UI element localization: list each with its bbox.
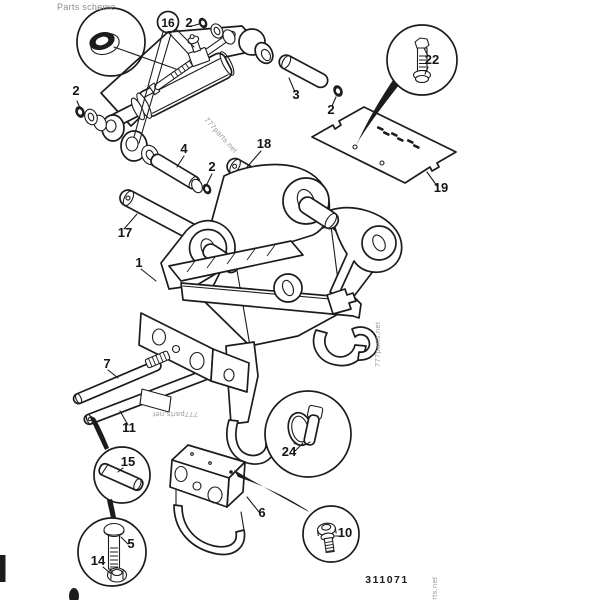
pointer-swoosh-10 [234,470,309,512]
bushing-mid [191,178,203,194]
pointer-swoosh-22 [356,80,399,146]
boss-pin-right [298,196,340,230]
seal-ring-mid [202,183,212,195]
seal-ring-left [75,106,85,118]
scan-artifact [0,555,6,582]
pin-3 [278,54,329,89]
leader-line [113,46,177,70]
callout-circle-5-14 [77,517,147,587]
watermark-bottom-edge: 777parts.net [430,576,439,600]
cross-beam [168,240,304,282]
leader-lines [76,23,438,426]
pointer-swoosh-15 [89,415,109,450]
part-label-2: 2 [185,15,192,30]
scan-artifact [69,588,79,600]
seal-ring-right [333,85,343,97]
part-label-2: 2 [72,83,79,98]
plate-hole [352,144,358,150]
part-label-5: 5 [127,536,134,551]
part-label-15: 15 [121,454,135,469]
locking-claw [312,329,367,367]
part-label-10: 10 [338,525,352,540]
part-label-4: 4 [180,141,188,156]
bolt-10 [316,522,337,554]
part-label-24: 24 [282,444,297,459]
front-bracket [138,312,250,413]
rod-7 [72,359,162,405]
hydraulic-cylinder [108,51,235,129]
part-label-1: 1 [135,255,142,270]
grease-fitting [187,34,211,67]
watermark-diagonal: 777parts.net [203,115,240,155]
watermark-vertical-right: 777parts.net [373,321,382,367]
callout-circle-16 [133,10,195,144]
callout-circle-22 [386,24,458,96]
pointer-swoosh-5 [107,499,116,519]
mounting-plate-19 [311,106,457,184]
part-label-2: 2 [327,102,334,117]
part-label-16: 16 [161,16,175,30]
wedge-plate [173,504,246,556]
part-label-7: 7 [103,356,110,371]
coupler-frame [138,163,403,465]
nut-14 [106,567,128,583]
callout-circle-10 [302,505,360,563]
part-label-22: 22 [425,52,439,67]
bushing-pair-top [210,23,236,45]
part-label-19: 19 [434,180,448,195]
locking-catch [326,288,357,315]
rod-end-head [238,28,274,65]
locking-claw-right [351,326,379,361]
plate-slots [376,126,420,149]
part-label-3: 3 [292,87,299,102]
page-title: Parts scheme [57,2,116,12]
leader-line [133,28,195,144]
part-label-11: 11 [122,420,136,435]
washer [89,31,120,56]
part-label-2: 2 [208,159,215,174]
bolt-22 [412,37,432,84]
top-link-assembly [75,17,343,195]
rod-7-threaded-tip [144,350,171,369]
part-label-18: 18 [257,136,271,151]
part-label-17: 17 [118,225,132,240]
seal-ring-top [198,17,208,29]
lynch-pin-24 [287,404,324,447]
part-label-6: 6 [258,505,265,520]
part-label-14: 14 [91,553,106,568]
watermark-upside-down: 777parts.net [152,410,198,419]
bushing-pair-left [84,108,107,132]
plate-hole [379,160,385,166]
callout-circle-15 [93,446,151,504]
figure-number: 311071 [365,574,408,586]
roll-pin-15 [98,462,144,492]
callout-circle-24 [264,390,352,478]
wedge-block-6 [169,444,260,556]
washer-callout-circle [76,7,177,77]
